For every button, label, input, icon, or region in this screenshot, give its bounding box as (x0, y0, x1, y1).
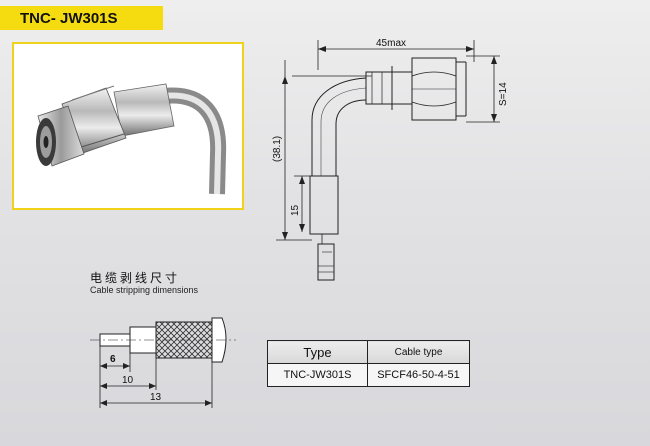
cable-end-outline (317, 243, 335, 281)
product-photo (12, 42, 244, 210)
dim-width-label: 45max (376, 38, 406, 49)
dim-strip-a-label: 6 (110, 354, 116, 365)
table-header-type: Type (267, 340, 368, 364)
product-title: TNC- JW301S (0, 6, 163, 30)
table-header-cable-type: Cable type (367, 340, 470, 364)
spec-table: Type Cable type TNC-JW301S SFCF46-50-4-5… (267, 340, 470, 387)
arrowhead (282, 76, 288, 84)
table-row: TNC-JW301S SFCF46-50-4-51 (267, 363, 470, 387)
arrowhead (318, 46, 326, 52)
arrowhead (299, 176, 305, 184)
body-outline (365, 71, 413, 105)
arrowhead (466, 46, 474, 52)
dim-sleeve-label: 15 (290, 204, 301, 216)
stripping-heading-en: Cable stripping dimensions (90, 285, 199, 295)
dim-height-label: (38.1) (272, 136, 283, 162)
connector-photo-illustration (36, 83, 227, 195)
tube-highlight (320, 87, 367, 176)
tube-outline (311, 77, 367, 176)
dim-strip-b-label: 10 (122, 375, 134, 386)
arrowhead (299, 224, 305, 232)
dim-hex-label: S=14 (498, 82, 509, 106)
tube-outline (335, 99, 367, 176)
dim-strip-c-label: 13 (150, 392, 162, 403)
arrowhead (491, 56, 497, 64)
sleeve-outline (309, 175, 339, 235)
arrowhead (282, 232, 288, 240)
stripping-heading-cn: 电缆剥线尺寸 (90, 271, 181, 285)
table-header-row: Type Cable type (267, 340, 470, 364)
table-cell-cable-type: SFCF46-50-4-51 (367, 363, 470, 387)
arrowhead (491, 114, 497, 122)
table-cell-type: TNC-JW301S (267, 363, 368, 387)
